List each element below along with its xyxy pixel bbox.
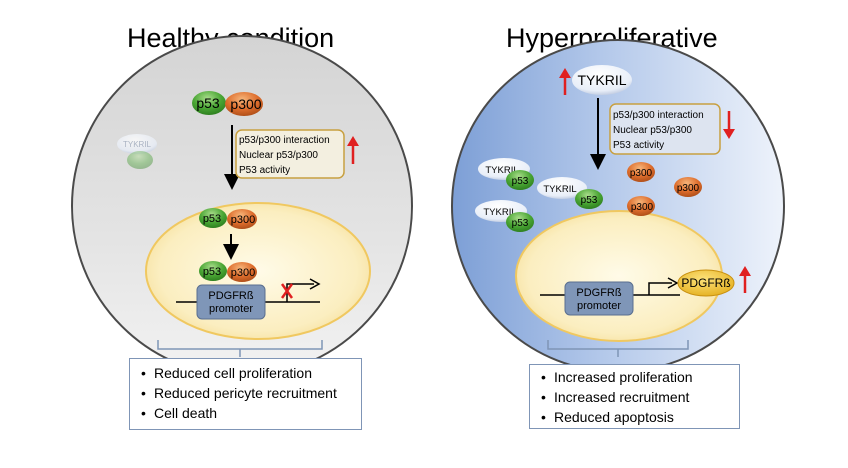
bound-p53-p300-complex: p53 p300: [199, 261, 257, 282]
faded-tykril-complex: TYKRIL: [117, 134, 157, 169]
p300-label: p300: [230, 96, 261, 112]
effect-interaction: p53/p300 interaction: [239, 135, 330, 146]
top-p53-p300-complex: p53 p300: [192, 91, 263, 116]
promoter-label: promoter: [209, 303, 253, 315]
free-p300-3: p300: [627, 196, 655, 216]
nuclear-p53-label: p53: [203, 213, 221, 225]
tykril-p53-complex-1: TYKRIL p53: [478, 158, 534, 190]
tykril-p53-complex-3: TYKRIL p53: [475, 200, 534, 232]
pdgfr-promoter-box: [196, 284, 266, 320]
svg-text:TYKRIL: TYKRIL: [485, 165, 518, 176]
svg-text:PDGFRß: PDGFRß: [576, 287, 622, 299]
svg-text:p53: p53: [512, 218, 529, 229]
hyper-outcomes-box: Increased proliferation Increased recrui…: [529, 364, 740, 429]
outcome-item: Reduced cell proliferation: [141, 363, 351, 383]
svg-text:TYKRIL: TYKRIL: [543, 184, 576, 195]
pdgfr-label: PDGFRß: [681, 276, 730, 290]
svg-text:p300: p300: [630, 168, 653, 179]
svg-text:p53: p53: [581, 195, 598, 206]
svg-text:TYKRIL: TYKRIL: [483, 207, 516, 218]
p53-molecule: [192, 91, 226, 115]
hyper-effect-activity: P53 activity: [613, 140, 664, 151]
nuclear-p53-p300-complex: p53 p300: [199, 208, 257, 229]
free-p300-1: p300: [627, 162, 655, 182]
outcome-item: Cell death: [141, 403, 351, 423]
effect-nuclear: Nuclear p53/p300: [239, 150, 318, 161]
bound-p300-label: p300: [231, 267, 255, 279]
healthy-outcome-bracket: [157, 340, 323, 357]
outcome-item: Reduced pericyte recruitment: [141, 383, 351, 403]
outcome-item: Increased recruitment: [541, 387, 729, 407]
outcome-item: Reduced apoptosis: [541, 407, 729, 427]
effect-activity: P53 activity: [239, 165, 290, 176]
pdgfr-protein: [677, 269, 735, 297]
healthy-outcomes-box: Reduced cell proliferation Reduced peric…: [129, 358, 362, 430]
free-p300-2: p300: [674, 177, 702, 197]
svg-text:p53: p53: [512, 176, 529, 187]
tykril-label: TYKRIL: [577, 72, 626, 88]
hyperproliferative-cell: TYKRIL p53/p300 interaction Nuclear p53/…: [451, 39, 785, 373]
hyper-transcription-arrow: [667, 277, 679, 289]
hyper-promoter-box: [564, 281, 634, 316]
p300-molecule: [225, 92, 263, 116]
hyper-effects-box: [609, 103, 721, 155]
nuclear-p300-label: p300: [231, 214, 255, 226]
hyper-effect-nuclear: Nuclear p53/p300: [613, 125, 692, 136]
faded-tykril-label: TYKRIL: [123, 140, 152, 149]
tykril-p53-complex-2: TYKRIL p53: [537, 177, 603, 209]
healthy-cell: TYKRIL p53 p300 p53/p300 interaction Nuc…: [71, 35, 413, 377]
transcription-arrow: [309, 278, 321, 290]
healthy-effects-box: [235, 129, 345, 179]
svg-text:p300: p300: [631, 202, 654, 213]
svg-text:p300: p300: [677, 183, 700, 194]
outcome-item: Increased proliferation: [541, 367, 729, 387]
p53-label: p53: [196, 95, 220, 111]
bound-p53-label: p53: [203, 266, 221, 278]
promoter-gene-label: PDGFRß: [208, 290, 254, 302]
hyper-effect-interaction: p53/p300 interaction: [613, 110, 704, 121]
hyper-outcome-bracket: [547, 340, 689, 357]
tykril-molecule: [572, 65, 632, 95]
svg-text:promoter: promoter: [577, 300, 621, 312]
